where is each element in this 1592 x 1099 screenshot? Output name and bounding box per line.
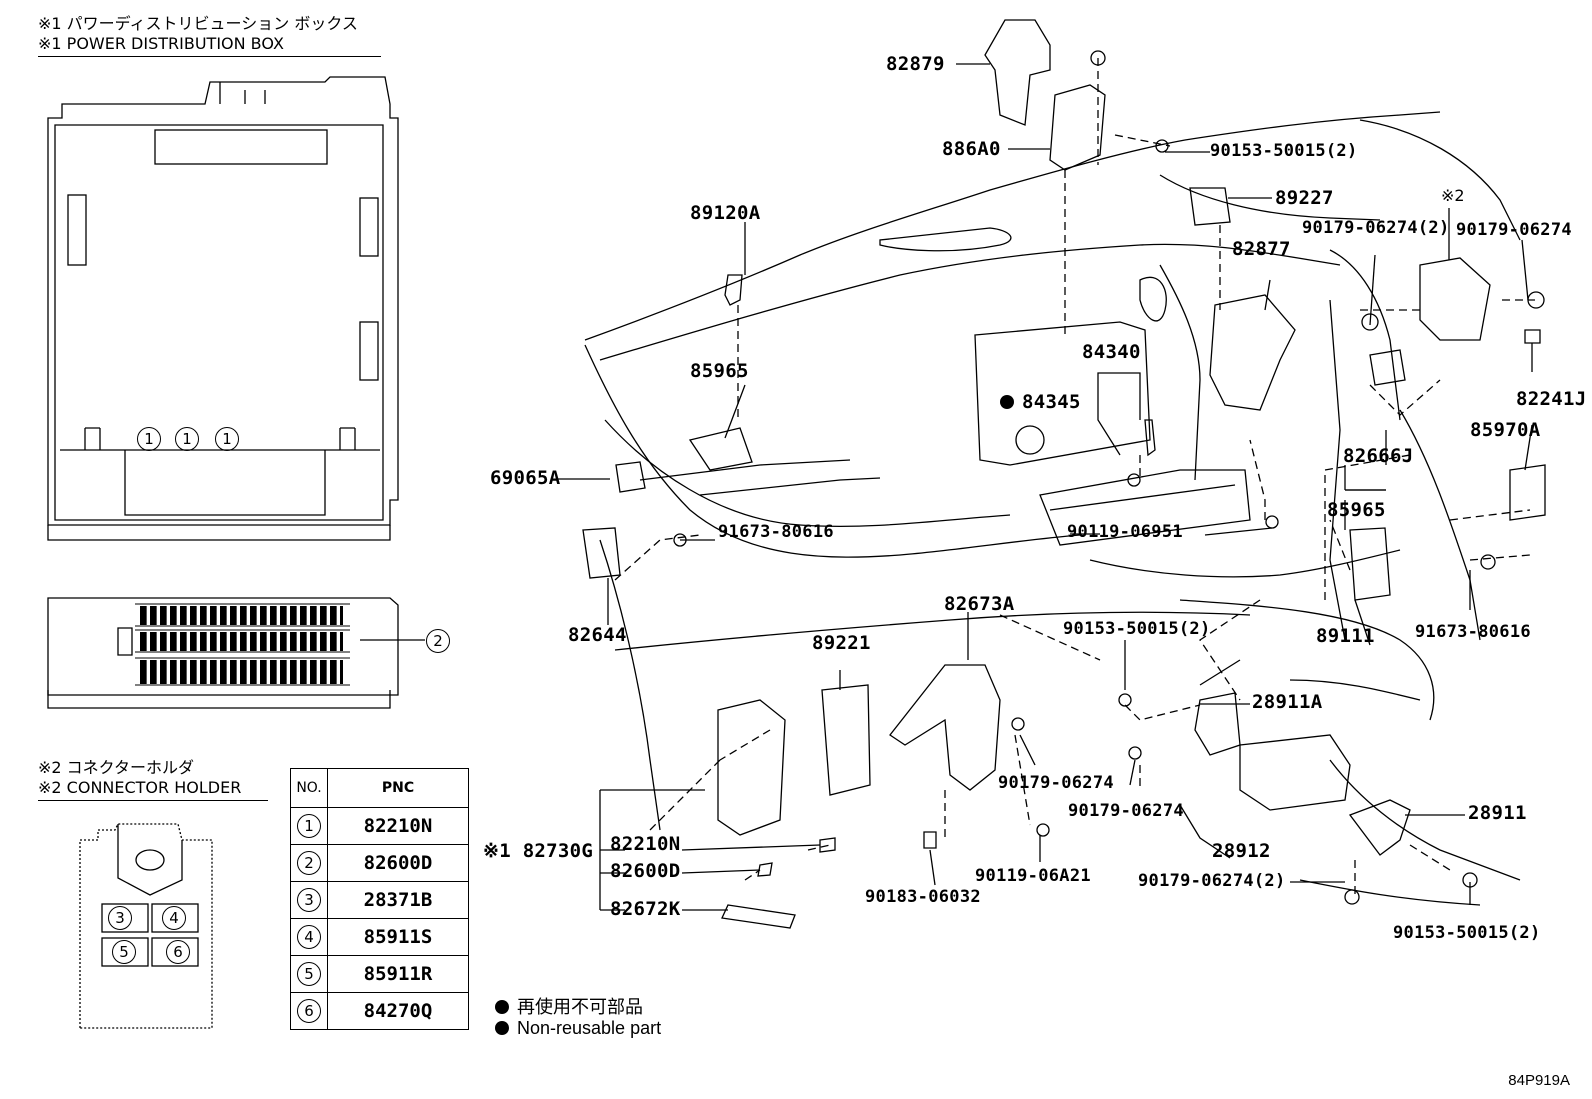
- part-label-69065A: 69065A: [490, 467, 561, 489]
- legend-en: Non-reusable part: [495, 1018, 661, 1039]
- part-label-89227: 89227: [1275, 187, 1334, 209]
- row-number: 1: [297, 814, 321, 838]
- part-label-85965-a: 85965: [690, 360, 749, 382]
- part-label-90153-bot: 90153-50015(2): [1393, 923, 1541, 943]
- table-row: 2 82600D: [290, 844, 469, 882]
- row-number: 3: [297, 888, 321, 912]
- row-pnc: 84270Q: [327, 992, 469, 1030]
- callout-4: 4: [162, 906, 186, 930]
- non-reusable-dot-icon: [495, 1021, 509, 1035]
- part-label-82241J: 82241J: [1516, 388, 1587, 410]
- power-distribution-box-top-view: [47, 76, 399, 541]
- callout-1-b: 1: [175, 427, 199, 451]
- part-label-90153-top: 90153-50015(2): [1210, 141, 1358, 161]
- part-label-84345-text: 84345: [1022, 391, 1081, 413]
- row-pnc: 82210N: [327, 807, 469, 845]
- legend-jp-text: 再使用不可部品: [517, 997, 643, 1017]
- row-pnc: 85911S: [327, 918, 469, 956]
- power-distribution-box-side-view: [47, 597, 425, 709]
- part-label-90179-d: 90179-06274: [1068, 801, 1184, 821]
- connector-holder-title-jp: ※2 コネクターホルダ: [38, 758, 195, 777]
- part-label-91673-b: 91673-80616: [1415, 622, 1531, 642]
- connector-holder-title-en: ※2 CONNECTOR HOLDER: [38, 778, 242, 797]
- part-label-90119-b: 90119-06A21: [975, 866, 1091, 886]
- part-label-82730G: ※1 82730G: [483, 840, 594, 862]
- part-label-89120A: 89120A: [690, 202, 761, 224]
- pdb-title-jp: ※1 パワーディストリビューション ボックス: [38, 14, 358, 33]
- callout-2: 2: [426, 629, 450, 653]
- part-label-82672K: 82672K: [610, 898, 681, 920]
- part-label-84340: 84340: [1082, 341, 1141, 363]
- row-number: 6: [297, 999, 321, 1023]
- pnc-table: NO. PNC 1 82210N 2 82600D 3 28371B 4 859…: [290, 768, 469, 1030]
- part-label-90179-b: 90179-06274: [1456, 220, 1572, 240]
- part-label-90119-a: 90119-06951: [1067, 522, 1183, 542]
- part-label-89221: 89221: [812, 632, 871, 654]
- pnc-table-header-row: NO. PNC: [290, 768, 469, 808]
- part-label-886A0: 886A0: [942, 138, 1001, 160]
- part-label-28911A: 28911A: [1252, 691, 1323, 713]
- part-label-82877: 82877: [1232, 238, 1291, 260]
- part-label-90179-e: 90179-06274(2): [1138, 871, 1286, 891]
- table-row: 6 84270Q: [290, 992, 469, 1030]
- callout-1-c: 1: [215, 427, 239, 451]
- part-label-28911: 28911: [1468, 802, 1527, 824]
- row-pnc: 28371B: [327, 881, 469, 919]
- part-label-90179-a: 90179-06274(2): [1302, 218, 1450, 238]
- part-label-84345: 84345: [1000, 393, 1081, 412]
- note-2-marker: ※2: [1441, 186, 1465, 205]
- row-number: 2: [297, 851, 321, 875]
- callout-5: 5: [112, 940, 136, 964]
- row-pnc: 85911R: [327, 955, 469, 993]
- callout-3: 3: [108, 906, 132, 930]
- pdb-title-underline: [38, 56, 381, 57]
- connector-holder-drawing: [79, 823, 213, 1029]
- table-row: 1 82210N: [290, 807, 469, 845]
- part-label-85965-b: 85965: [1327, 499, 1386, 521]
- component-sketches: [582, 19, 1546, 929]
- part-label-82210N: 82210N: [610, 833, 681, 855]
- part-label-90183: 90183-06032: [865, 887, 981, 907]
- callout-1-a: 1: [137, 427, 161, 451]
- part-label-82673A: 82673A: [944, 593, 1015, 615]
- legend-en-text: Non-reusable part: [517, 1018, 662, 1038]
- part-label-82666J: 82666J: [1343, 445, 1414, 467]
- legend-jp: 再使用不可部品: [495, 993, 643, 1019]
- instrument-panel-outline: [584, 111, 1521, 906]
- part-label-90153-mid: 90153-50015(2): [1063, 619, 1211, 639]
- pdb-title-en: ※1 POWER DISTRIBUTION BOX: [38, 34, 284, 53]
- leader-lines: [556, 63, 1533, 911]
- table-row: 5 85911R: [290, 955, 469, 993]
- part-label-82879: 82879: [886, 53, 945, 75]
- connector-holder-title-underline: [38, 800, 268, 801]
- callout-6: 6: [166, 940, 190, 964]
- row-pnc: 82600D: [327, 844, 469, 882]
- part-label-90179-c: 90179-06274: [998, 773, 1114, 793]
- part-label-82600D: 82600D: [610, 860, 681, 882]
- row-number: 4: [297, 925, 321, 949]
- assembly-guide-lines: [614, 58, 1535, 895]
- table-row: 3 28371B: [290, 881, 469, 919]
- row-number: 5: [297, 962, 321, 986]
- part-label-85970A: 85970A: [1470, 419, 1541, 441]
- pnc-table-no-header: NO.: [290, 768, 328, 808]
- part-label-82644: 82644: [568, 624, 627, 646]
- pnc-table-pnc-header: PNC: [327, 768, 469, 808]
- non-reusable-dot-icon: [495, 1000, 509, 1014]
- part-label-89111: 89111: [1316, 625, 1375, 647]
- diagram-code: 84P919A: [1508, 1072, 1570, 1089]
- part-label-28912: 28912: [1212, 840, 1271, 862]
- table-row: 4 85911S: [290, 918, 469, 956]
- part-label-91673-a: 91673-80616: [718, 522, 834, 542]
- non-reusable-dot-icon: [1000, 395, 1014, 409]
